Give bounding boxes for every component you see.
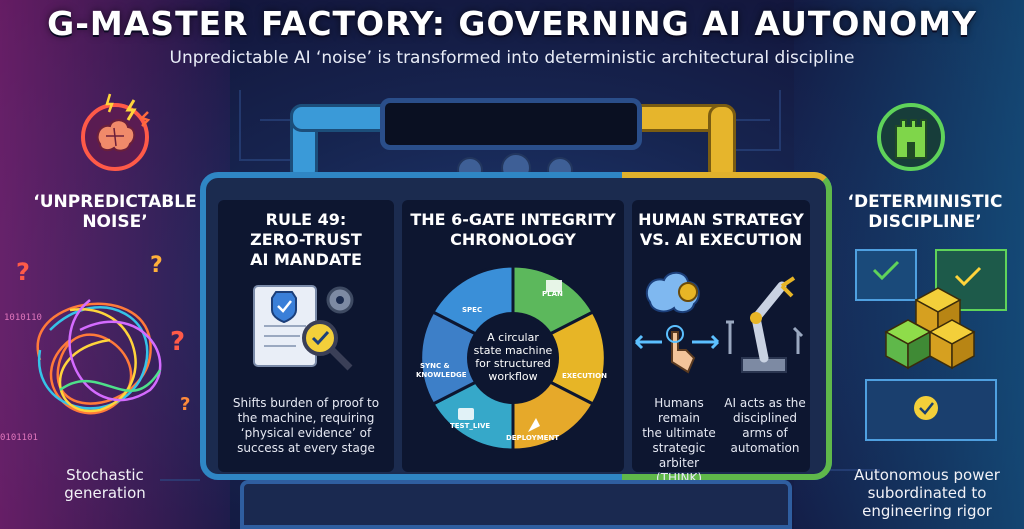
gate-sync-label-line2: KNOWLEDGE — [416, 371, 467, 379]
svg-text:?: ? — [180, 394, 190, 415]
right-label-line2: DISCIPLINE’ — [868, 212, 982, 232]
ai-text-line3: arms of — [742, 426, 788, 440]
ai-text-line1: AI acts as the — [724, 396, 806, 410]
brain-lightning-icon — [81, 93, 151, 171]
panel2-title: THE 6-GATE INTEGRITY CHRONOLOGY — [402, 210, 624, 250]
human-text-line3: strategic arbiter — [652, 441, 706, 470]
main-title: G-MASTER FACTORY: GOVERNING AI AUTONOMY — [47, 4, 977, 43]
gate-execution-label: EXECUTION — [562, 372, 607, 380]
panel3-ai-text: AI acts as the disciplined arms of autom… — [724, 396, 806, 456]
panel1-title-line3: AI MANDATE — [250, 250, 362, 269]
svg-text:0101101: 0101101 — [0, 433, 38, 443]
plan-map-icon — [546, 280, 562, 292]
panel1-title-line2: ZERO-TRUST — [250, 230, 362, 249]
gate-sync-label-line1: SYNC & — [420, 362, 450, 370]
machine-frame-right-segment — [622, 172, 832, 480]
panel1-text-line4: success at every stage — [237, 441, 375, 455]
panel3-title: HUMAN STRATEGY VS. AI EXECUTION — [632, 210, 810, 250]
center-text-line4: workflow — [488, 370, 538, 383]
wrench-icon — [726, 320, 734, 354]
panel2-title-line1: THE 6-GATE INTEGRITY — [410, 210, 616, 229]
left-label: ‘UNPREDICTABLE NOISE’ — [25, 192, 205, 232]
panel2-title-line2: CHRONOLOGY — [450, 230, 576, 249]
panel1-text: Shifts burden of proof to the machine, r… — [222, 396, 390, 456]
panel3-human-text: Humans remain the ultimate strategic arb… — [636, 396, 722, 486]
rocket-icon — [528, 418, 540, 432]
pipe-left-top — [290, 104, 396, 132]
right-caption-line1: Autonomous power — [854, 466, 1000, 484]
cycle-center-text: A circular state machine for structured … — [466, 331, 560, 383]
left-label-line2: NOISE’ — [82, 212, 148, 232]
right-caption-line2: subordinated to — [867, 484, 987, 502]
right-label-line1: ‘DETERMINISTIC — [847, 192, 1003, 212]
panel3-title-line2: VS. AI EXECUTION — [639, 230, 803, 249]
robot-arm-icon — [726, 276, 804, 373]
human-text-line2: the ultimate — [642, 426, 716, 440]
right-label: ‘DETERMINISTIC DISCIPLINE’ — [830, 192, 1020, 232]
ai-text-line2: disciplined — [732, 411, 798, 425]
center-text-line2: state machine — [473, 344, 553, 357]
right-caption-line3: engineering rigor — [862, 502, 992, 520]
panel1-text-line3: ‘physical evidence’ of — [240, 426, 372, 440]
monitor-check-icon — [458, 408, 474, 420]
panel1-title-line1: RULE 49: — [265, 210, 347, 229]
gate-plan-label: PLAN — [542, 290, 563, 298]
left-caption: Stochastic generation — [40, 466, 170, 502]
center-text-line3: for structured — [475, 357, 551, 370]
magnifier-check-icon — [302, 320, 353, 371]
panel1-text-line1: Shifts burden of proof to — [232, 396, 380, 410]
panel1-text-line2: the machine, requiring — [237, 411, 375, 425]
ai-text-line4: automation — [730, 441, 800, 455]
machine-base — [240, 480, 792, 529]
gate-spec-label: SPEC — [462, 306, 482, 314]
panel1-title: RULE 49: ZERO-TRUST AI MANDATE — [218, 210, 394, 270]
human-text-line1: Humans remain — [654, 396, 704, 425]
display-screen — [380, 98, 642, 150]
check-icon — [872, 260, 900, 281]
left-label-line1: ‘UNPREDICTABLE — [33, 192, 197, 212]
human-strategy-icon — [634, 271, 720, 374]
panel-human-vs-ai — [632, 200, 810, 472]
svg-text:?: ? — [170, 327, 185, 357]
svg-text:?: ? — [150, 253, 163, 278]
gear-small-icon — [326, 286, 354, 314]
gate-test-label: TEST_LIVE — [450, 422, 490, 430]
gear-icon — [678, 282, 698, 302]
gate-cycle-diagram: SPEC PLAN EXECUTION DEPLOYMENT TEST_LIVE… — [416, 264, 607, 452]
left-glow — [0, 0, 230, 529]
castle-tower-icon — [877, 103, 945, 171]
center-text-line1: A circular — [487, 331, 539, 344]
shield-check-icon — [253, 285, 354, 371]
pipe-right — [708, 104, 736, 182]
right-caption: Autonomous power subordinated to enginee… — [842, 466, 1012, 520]
subtitle: Unpredictable AI ‘noise’ is transformed … — [169, 48, 855, 68]
svg-text:1010110: 1010110 — [4, 313, 42, 323]
question-mark-icon: ? — [16, 258, 30, 286]
left-caption-line2: generation — [64, 484, 146, 502]
panel3-title-line1: HUMAN STRATEGY — [638, 210, 804, 229]
cube-stack-icon — [855, 249, 1007, 441]
left-caption-line1: Stochastic — [66, 466, 144, 484]
gate-deployment-label: DEPLOYMENT — [506, 434, 559, 442]
tangled-noise-icon: ? ? ? ? 1010110 0101101 — [0, 253, 190, 443]
